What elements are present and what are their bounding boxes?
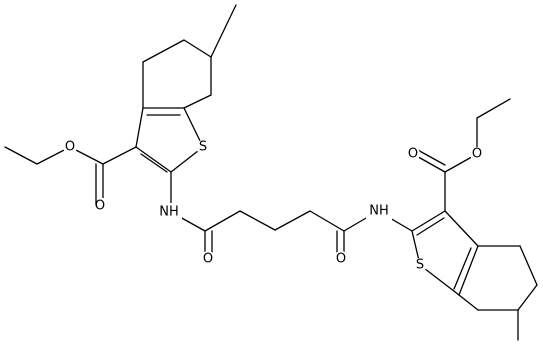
bond: [142, 39, 185, 63]
o-amide-left: O: [203, 252, 213, 267]
o-ester-ether-left: O: [65, 140, 75, 155]
s-thiophene-left: S: [199, 140, 207, 155]
o-ester-carbonyl-right: O: [408, 147, 418, 162]
atom-labels: O O S NH O O NH S O O: [63, 140, 484, 273]
bond: [183, 94, 212, 109]
bond: [517, 284, 538, 311]
bond: [453, 247, 472, 290]
bond: [444, 210, 479, 247]
bond: [309, 210, 345, 232]
bond: [183, 107, 204, 148]
bond: [140, 153, 168, 173]
nh-amide-right: NH: [369, 204, 389, 219]
bonds: [4, 4, 538, 341]
bond: [239, 210, 276, 231]
o-ester-ether-right: O: [472, 147, 482, 162]
bond: [102, 146, 137, 165]
nh-amide-left: NH: [159, 205, 179, 220]
bond: [415, 148, 446, 166]
bond: [411, 210, 446, 232]
bond: [274, 210, 311, 231]
bond: [458, 245, 479, 296]
s-thiophene-right: S: [416, 258, 424, 273]
bond: [210, 4, 237, 58]
bond: [416, 217, 445, 236]
bond: [476, 98, 511, 119]
bond: [419, 264, 460, 296]
bond: [519, 245, 538, 286]
bond: [135, 146, 172, 173]
bond: [204, 210, 241, 232]
bond: [458, 294, 479, 311]
o-ester-carbonyl-left: O: [95, 199, 105, 214]
bond: [183, 39, 212, 58]
o-amide-right: O: [336, 252, 346, 267]
bond: [4, 146, 38, 165]
bond: [135, 107, 144, 148]
